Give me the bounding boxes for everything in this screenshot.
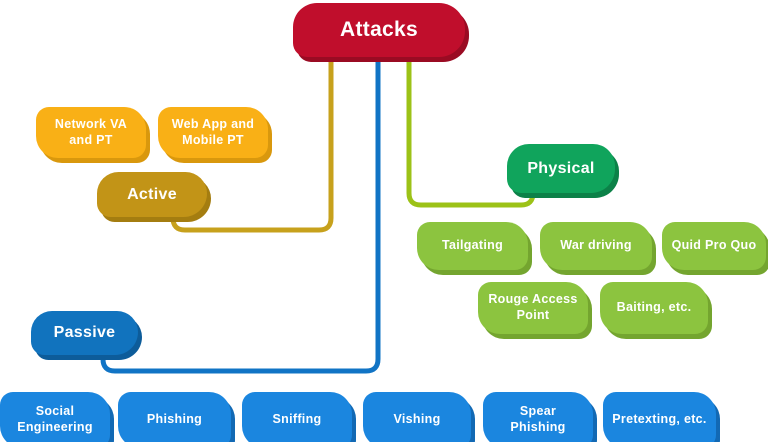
node-spear-phishing: Spear Phishing — [483, 392, 593, 442]
node-phishing: Phishing — [118, 392, 231, 442]
node-quid-pro-quo: Quid Pro Quo — [662, 222, 766, 270]
node-physical: Physical — [507, 144, 615, 193]
node-pretexting-etc: Pretexting, etc. — [603, 392, 716, 442]
node-passive: Passive — [31, 311, 138, 355]
node-attacks: Attacks — [293, 3, 465, 57]
node-sniffing: Sniffing — [242, 392, 352, 442]
node-active: Active — [97, 172, 207, 217]
physical-connector-line — [406, 50, 536, 208]
node-tailgating: Tailgating — [417, 222, 528, 270]
node-baiting-etc: Baiting, etc. — [600, 282, 708, 334]
node-rouge-access-point: Rouge Access Point — [478, 282, 588, 334]
passive-connector-line — [100, 50, 381, 374]
node-war-driving: War driving — [540, 222, 652, 270]
node-vishing: Vishing — [363, 392, 471, 442]
active-connector-line — [170, 50, 334, 233]
node-social-engineering: Social Engineering — [0, 392, 110, 442]
node-network-va-and-pt: Network VA and PT — [36, 107, 146, 158]
node-web-app-and-mobile-pt: Web App and Mobile PT — [158, 107, 268, 158]
